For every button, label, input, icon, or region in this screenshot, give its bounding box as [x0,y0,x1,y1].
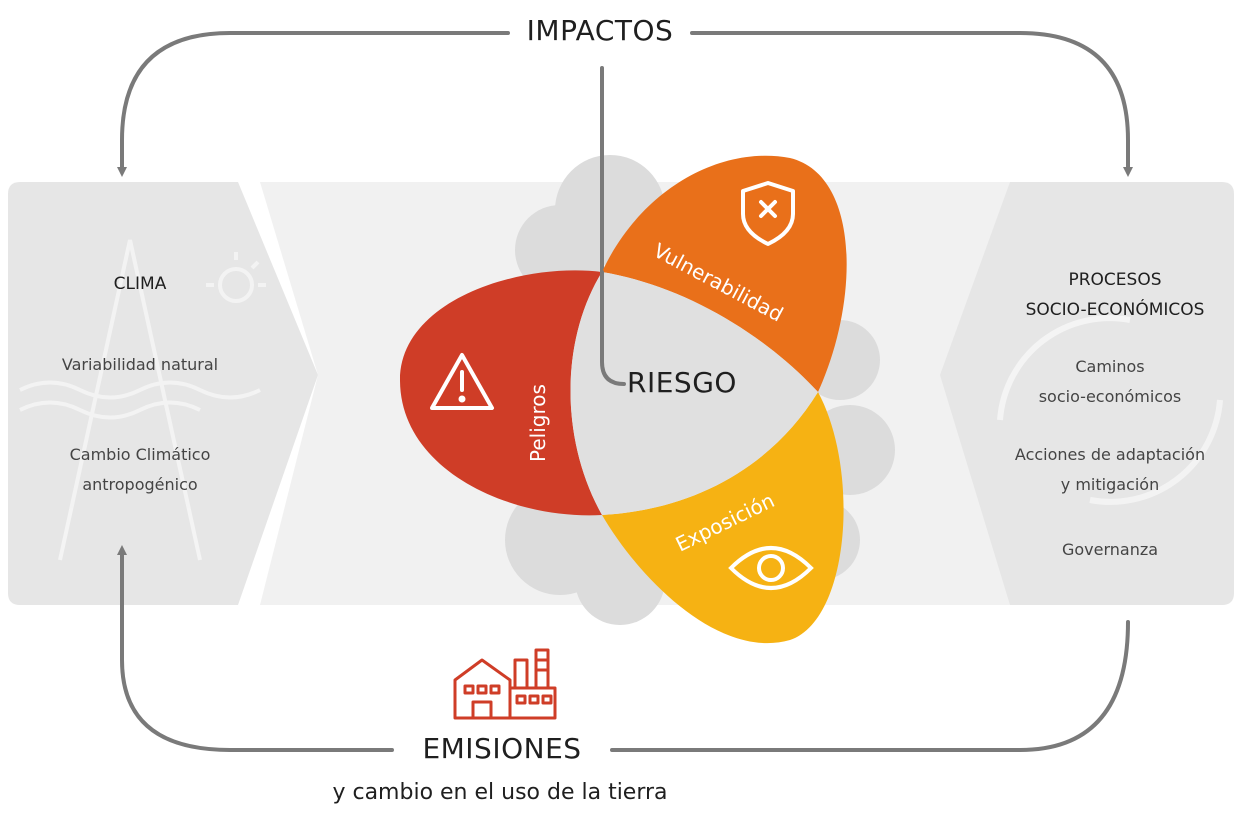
shield-x-icon [741,181,795,246]
petal-peligros [400,270,602,516]
connector-riesgo-overlay [600,270,626,386]
warning-triangle-icon [430,353,494,410]
petal-vulnerabilidad [602,155,847,392]
clima-item: Cambio Climático [69,445,211,464]
procesos-item: Acciones de adaptación [1014,445,1206,464]
procesos-item: socio-económicos [1038,387,1182,406]
eye-icon [728,546,814,590]
emisiones-heading: EMISIONES [422,732,582,765]
clima-title: CLIMA [113,274,167,294]
label-peligros: Peligros [526,384,550,462]
procesos-item: y mitigación [1060,475,1160,494]
impactos-heading: IMPACTOS [526,14,674,47]
procesos-item: Governanza [1061,540,1159,559]
procesos-title: SOCIO-ECONÓMICOS [1025,300,1205,320]
factory-icon [453,648,557,720]
arrow-impactos-to-procesos [690,31,1133,177]
procesos-title: PROCESOS [1068,270,1162,290]
arrow-emisiones-to-clima [117,545,394,752]
emisiones-subtitle: y cambio en el uso de la tierra [332,780,668,805]
clima-decor-icon [19,239,266,561]
arrow-impactos-to-clima [117,31,510,177]
riesgo-label: RIESGO [627,366,737,399]
arrow-procesos-to-emisiones [610,620,1130,752]
procesos-panel [940,182,1234,605]
clima-item: Variabilidad natural [61,355,219,374]
clima-panel [8,182,318,605]
procesos-item: Caminos [1075,357,1145,376]
riesgo-center [570,272,818,515]
petal-exposicion [602,392,844,644]
procesos-decor-icon [997,315,1223,505]
clima-item: antropogénico [82,475,198,494]
